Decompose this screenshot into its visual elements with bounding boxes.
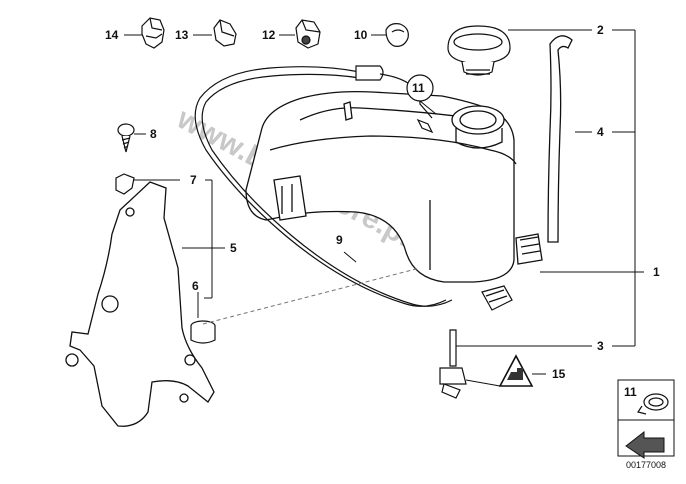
right-callout-bracket	[455, 29, 644, 347]
callout-5[interactable]: 5	[230, 241, 237, 255]
callout-10[interactable]: 10	[354, 28, 368, 42]
callout-2[interactable]: 2	[597, 23, 604, 37]
level-sensor-icon[interactable]	[439, 329, 467, 399]
reservoir-cap-icon[interactable]	[447, 25, 511, 76]
callout-11-circle[interactable]: 11	[406, 74, 437, 115]
mounting-bracket-icon[interactable]	[65, 181, 215, 427]
callout-7[interactable]: 7	[190, 173, 197, 187]
left-callout-bracket	[182, 179, 225, 318]
clip-7-icon[interactable]	[115, 173, 135, 195]
arrow-icon	[625, 430, 665, 459]
screw-8-icon[interactable]	[117, 123, 135, 153]
callout-1[interactable]: 1	[653, 265, 660, 279]
legend-box: 11	[617, 379, 675, 459]
expansion-tank-icon[interactable]	[245, 90, 543, 283]
clip-10-icon[interactable]	[385, 23, 409, 47]
callout-4[interactable]: 4	[597, 125, 604, 139]
callout-12[interactable]: 12	[262, 28, 276, 42]
hose-clamp-icon	[637, 393, 669, 415]
clip-14-icon[interactable]	[141, 17, 165, 49]
warning-label-icon[interactable]	[498, 354, 534, 387]
callout-8[interactable]: 8	[150, 127, 157, 141]
legend-item-number: 11	[624, 385, 637, 399]
clip-12-icon[interactable]	[295, 19, 321, 49]
leader-9	[343, 251, 357, 263]
callout-11[interactable]: 11	[412, 81, 425, 95]
leader-15b	[465, 379, 501, 387]
callout-14[interactable]: 14	[105, 28, 119, 42]
clip-13-icon[interactable]	[213, 19, 237, 47]
callout-9[interactable]: 9	[336, 233, 343, 247]
overflow-hose-icon[interactable]	[547, 35, 573, 243]
diagram-reference-number: 00177008	[626, 460, 666, 470]
callout-3[interactable]: 3	[597, 339, 604, 353]
grommet-6-icon[interactable]	[190, 320, 216, 344]
dashed-assembly-line	[202, 267, 421, 325]
lower-hose-connector-icon[interactable]	[481, 285, 513, 311]
callout-6[interactable]: 6	[192, 279, 199, 293]
callout-15[interactable]: 15	[552, 367, 566, 381]
callout-13[interactable]: 13	[175, 28, 189, 42]
